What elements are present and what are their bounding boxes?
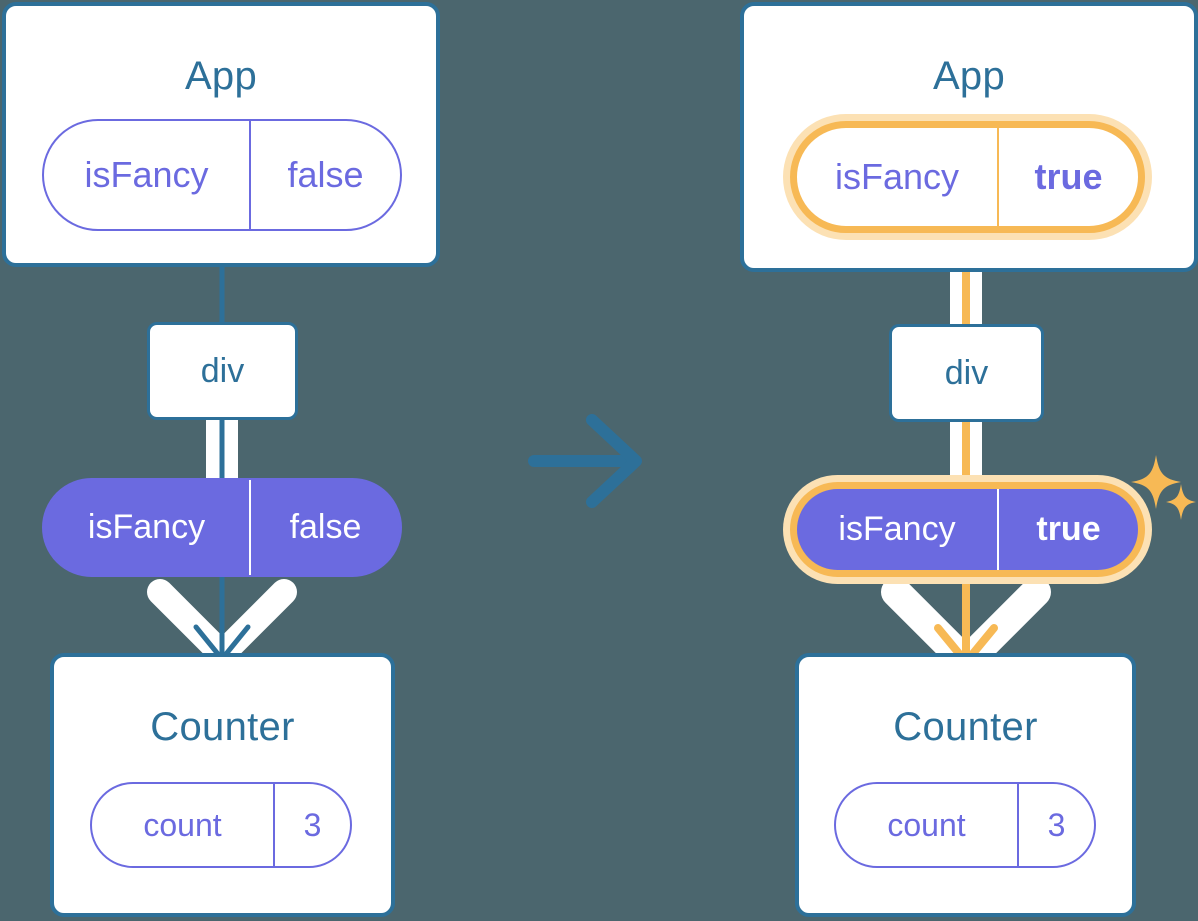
arrow-right-icon <box>528 414 642 508</box>
pill-value-text: false <box>289 508 362 546</box>
pill-value-cell: true <box>997 489 1138 570</box>
state-pill-isfancy-app-before[interactable]: isFancy false <box>42 119 402 231</box>
pill-value-cell: 3 <box>1017 784 1094 866</box>
pill-value-cell: 3 <box>273 784 350 866</box>
pill-value-text: 3 <box>303 806 322 843</box>
pill-name-text: isFancy <box>838 510 956 548</box>
pill-name-cell: count <box>92 784 273 866</box>
app-title-before: App <box>184 54 258 98</box>
pill-name-cell: isFancy <box>797 128 997 226</box>
sparkle-icon-large-bottom <box>1131 455 1181 509</box>
sparkle-icon-small-bottom <box>1166 484 1196 520</box>
div-node-label: div <box>944 353 989 392</box>
pill-value-cell: false <box>249 480 400 575</box>
counter-title-before: Counter <box>150 705 295 749</box>
pill-name-text: count <box>887 806 966 843</box>
prop-pill-isfancy-after[interactable]: isFancy true <box>790 482 1145 577</box>
app-title-after: App <box>932 54 1006 98</box>
state-pill-count-before[interactable]: count 3 <box>90 782 352 868</box>
pill-name-cell: isFancy <box>44 121 249 229</box>
pill-name-text: isFancy <box>84 154 209 195</box>
state-pill-count-after[interactable]: count 3 <box>834 782 1096 868</box>
pill-name-text: count <box>143 806 222 843</box>
prop-pill-isfancy-before[interactable]: isFancy false <box>42 478 402 577</box>
pill-value-cell: false <box>249 121 400 229</box>
pill-name-cell: count <box>836 784 1017 866</box>
state-pill-isfancy-app-after[interactable]: isFancy true <box>790 121 1145 233</box>
pill-value-cell: true <box>997 128 1138 226</box>
pill-name-cell: isFancy <box>44 480 249 575</box>
div-node-label: div <box>200 351 245 390</box>
pill-value-text: 3 <box>1047 806 1066 843</box>
div-node-after: div <box>889 324 1044 422</box>
div-node-before: div <box>147 322 298 420</box>
pill-name-text: isFancy <box>87 508 206 546</box>
pill-value-text: true <box>1036 510 1101 548</box>
pill-name-text: isFancy <box>834 156 960 197</box>
pill-value-text: true <box>1034 156 1103 197</box>
pill-name-cell: isFancy <box>797 489 997 570</box>
counter-title-after: Counter <box>893 705 1038 749</box>
pill-value-text: false <box>287 154 364 195</box>
